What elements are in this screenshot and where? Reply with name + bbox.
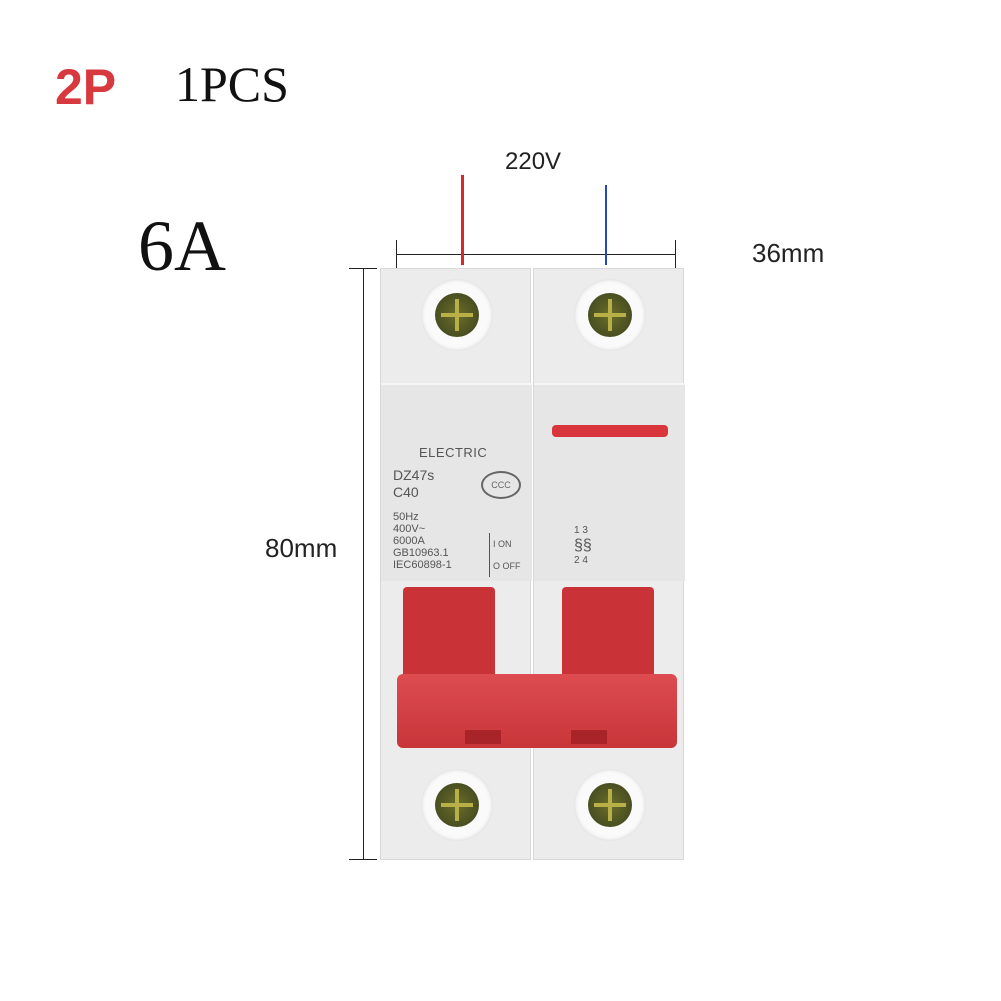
spec-list: 50Hz 400V~ 6000A GB10963.1 IEC60898-1	[393, 511, 452, 571]
live-wire-line	[461, 175, 464, 265]
terminal-screw-icon	[574, 279, 646, 351]
ccc-cert-icon: CCC	[481, 471, 521, 499]
status-panel: 1 3 §§ 2 4	[534, 383, 685, 581]
status-indicator-bar	[552, 425, 668, 437]
circuit-schematic-icon: 1 3 §§ 2 4	[574, 525, 592, 566]
width-dimension-line	[396, 240, 676, 268]
neutral-wire-line	[605, 185, 607, 265]
toggle-handle	[397, 674, 677, 748]
toggle-lever-left	[403, 587, 495, 679]
on-off-indicator: I ON O OFF	[489, 533, 521, 577]
terminal-screw-icon	[574, 769, 646, 841]
poles-label: 2P	[55, 59, 117, 115]
brand-text: ELECTRIC	[419, 445, 488, 460]
quantity-label: 1PCS	[175, 56, 289, 112]
label-panel: ELECTRIC DZ47s C40 CCC 50Hz 400V~ 6000A …	[381, 383, 532, 581]
circuit-breaker: ELECTRIC DZ47s C40 CCC 50Hz 400V~ 6000A …	[380, 268, 686, 860]
model-text: DZ47s C40	[393, 467, 435, 500]
terminal-screw-icon	[421, 769, 493, 841]
height-dimension-label: 80mm	[265, 533, 338, 563]
height-dimension-line	[349, 268, 377, 860]
toggle-lever-right	[562, 587, 654, 679]
breaker-pole-right: 1 3 §§ 2 4	[533, 268, 685, 860]
breaker-pole-left: ELECTRIC DZ47s C40 CCC 50Hz 400V~ 6000A …	[380, 268, 532, 860]
voltage-label: 220V	[505, 148, 562, 175]
current-rating-label: 6A	[138, 206, 226, 286]
width-dimension-label: 36mm	[752, 238, 825, 268]
terminal-screw-icon	[421, 279, 493, 351]
